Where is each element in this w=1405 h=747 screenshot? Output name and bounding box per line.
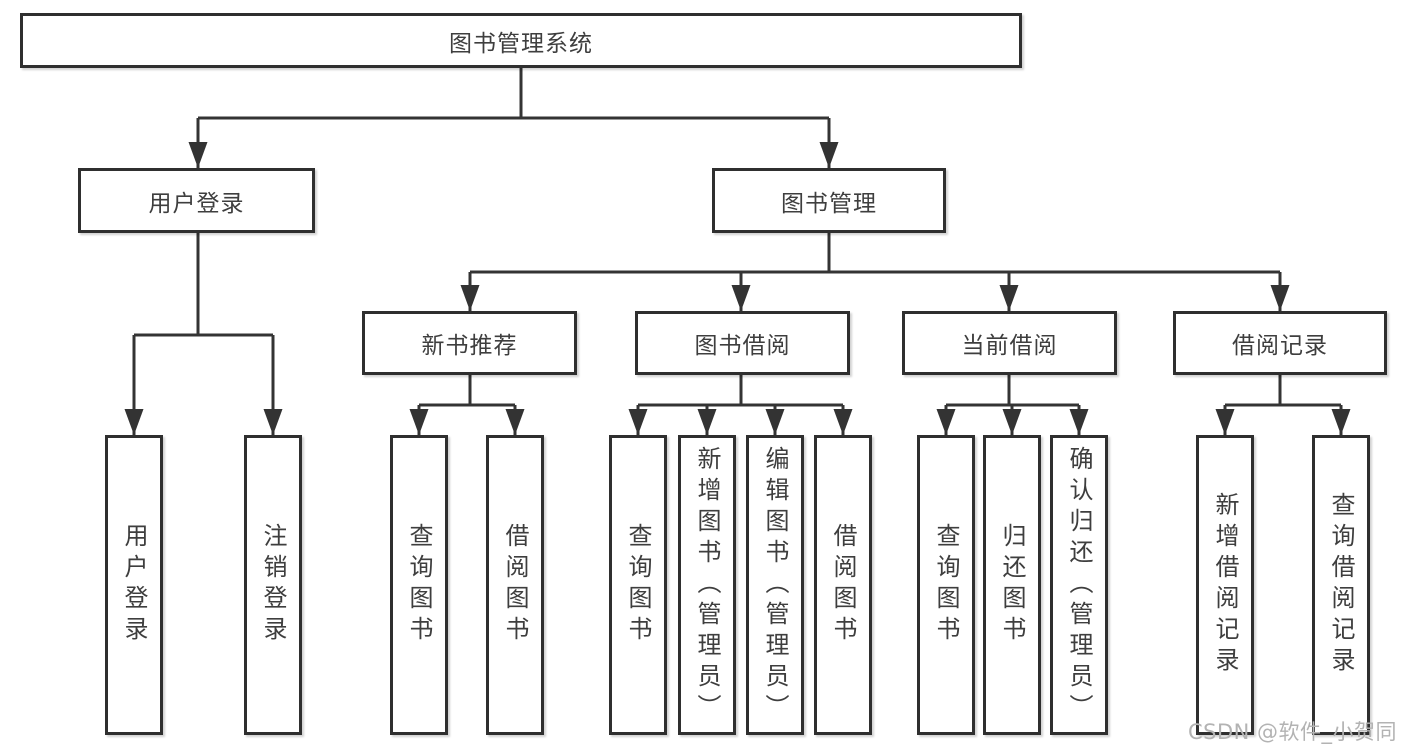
leaf-query-books-borrow: 查询图书 [609,435,667,735]
edges-book-management [460,233,1290,311]
leaf-label: 查询图书 [624,523,652,647]
leaf-edit-book-admin: 编辑图书（管理员） [746,435,804,735]
leaf-label: 注销登录 [259,523,287,647]
leaf-label: 编辑图书（管理员） [761,445,789,725]
leaf-query-books-recommend: 查询图书 [390,435,448,735]
node-borrow-records: 借阅记录 [1173,311,1387,375]
leaf-label: 确认归还（管理员） [1065,445,1093,725]
leaf-label: 借阅图书 [829,523,857,647]
edges-user-login [124,233,283,435]
node-book-management: 图书管理 [712,168,946,233]
leaf-confirm-return-admin: 确认归还（管理员） [1050,435,1108,735]
node-user-login: 用户登录 [78,168,315,233]
leaf-return-book: 归还图书 [983,435,1041,735]
node-new-book-recommend: 新书推荐 [362,311,577,375]
leaf-add-book-admin: 新增图书（管理员） [678,435,736,735]
leaf-query-borrow-record: 查询借阅记录 [1312,435,1370,735]
edges-root [188,68,839,168]
csdn-watermark: CSDN @软件_小贺同学 [1188,720,1398,744]
leaf-label: 查询图书 [405,523,433,647]
leaf-add-borrow-record: 新增借阅记录 [1196,435,1254,735]
leaf-query-books-current: 查询图书 [917,435,975,735]
node-library-management-system: 图书管理系统 [20,13,1022,68]
edges-book-borrow [628,375,853,435]
leaf-label: 归还图书 [998,523,1026,647]
leaf-label: 用户登录 [120,523,148,647]
leaf-label: 查询借阅记录 [1327,492,1355,678]
leaf-logout: 注销登录 [244,435,302,735]
leaf-label: 借阅图书 [501,523,529,647]
leaf-label: 新增借阅记录 [1211,492,1239,678]
edges-current-borrow [936,375,1089,435]
node-current-borrow: 当前借阅 [902,311,1117,375]
node-book-borrow: 图书借阅 [635,311,850,375]
leaf-borrow-books-recommend: 借阅图书 [486,435,544,735]
leaf-label: 新增图书（管理员） [693,445,721,725]
leaf-label: 查询图书 [932,523,960,647]
edges-new-book-recommend [409,375,525,435]
leaf-borrow-books: 借阅图书 [814,435,872,735]
edges-borrow-records [1215,375,1351,435]
leaf-user-login: 用户登录 [105,435,163,735]
